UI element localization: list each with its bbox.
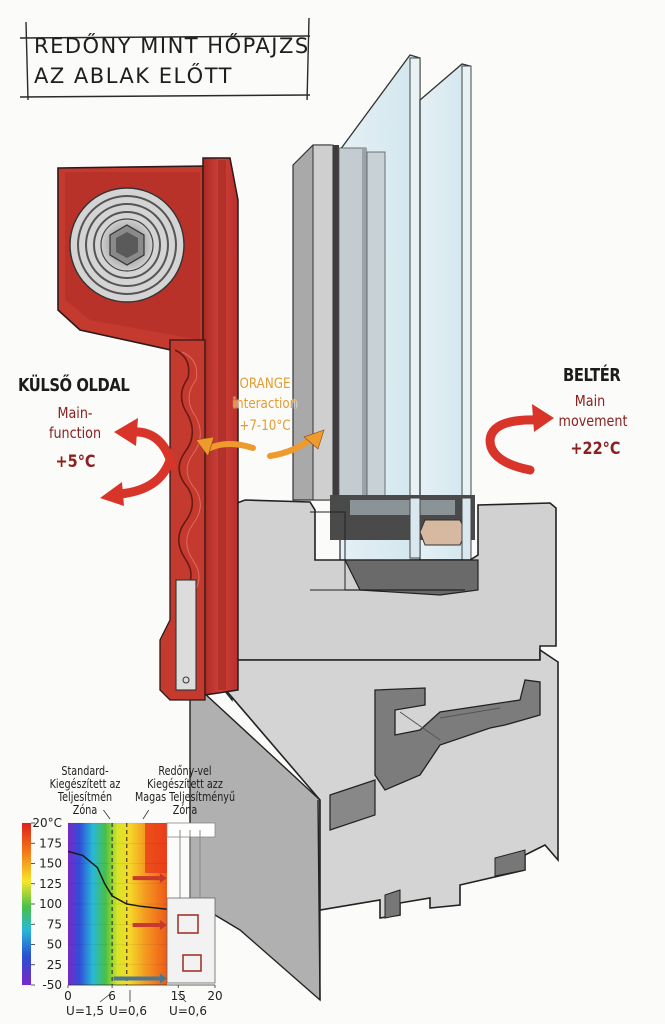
zone-label-standard: Standard- Kiegészített az Teljesítmén Zó… <box>33 765 137 817</box>
exterior-arrow-down <box>100 455 175 506</box>
title-line-2: AZ ABLAK ELŐTT <box>34 64 233 88</box>
title-frame <box>20 18 310 100</box>
flow-arrow-head <box>159 873 167 884</box>
interior-sub-1: Main <box>574 392 606 410</box>
u-value-label: U=1,5 <box>66 1004 104 1018</box>
x-tick-label: 20 <box>207 989 222 1003</box>
x-tick-label: 6 <box>108 989 116 1003</box>
window-frame-lower <box>189 648 559 1002</box>
shutter-rail <box>159 157 239 701</box>
zone-label-standard-line: Zóna <box>72 803 98 817</box>
interior-sub-2: movement <box>558 412 628 430</box>
y-tick-label: 75 <box>47 917 62 931</box>
y-tick-label: 150 <box>39 857 62 871</box>
title-line-1: REDŐNY MINT HŐPAJZS <box>34 34 310 58</box>
title-box <box>20 18 310 100</box>
sash-frame <box>292 144 386 501</box>
y-tick-label: 125 <box>39 877 62 891</box>
colorbar <box>22 823 31 985</box>
orange-line-2: interaction <box>232 396 298 412</box>
u-value-label: U=0,6 <box>169 1004 207 1018</box>
exterior-temperature: +5°C <box>55 452 96 472</box>
zone-pointer <box>102 810 111 820</box>
zone-label-standard-line: Kiegészített az <box>49 777 121 791</box>
shutter-box <box>57 165 206 353</box>
u-pointer <box>99 993 111 1003</box>
x-tick-label: 0 <box>64 989 72 1003</box>
temperature-curve <box>67 850 179 912</box>
exterior-sub-1: Main- <box>57 404 93 422</box>
thermal-chart: 20°C 175 150 125 100 75 50 25 -500 6 15 20U=1,5 U=0,… <box>22 810 223 1018</box>
orange-label: ORANGE interaction +7-10°C <box>223 374 308 436</box>
zone-label-high-line: Zóna <box>172 803 198 817</box>
zone-label-standard-line: Teljesítmén <box>57 790 113 804</box>
exterior-sub-2: function <box>48 424 102 442</box>
y-tick-label: 25 <box>47 958 62 972</box>
exterior-heading: KÜLSŐ OLDAL <box>18 375 130 396</box>
interior-temperature: +22°C <box>570 439 621 459</box>
u-value-label: U=0,6 <box>109 1004 147 1018</box>
u-pointer <box>177 993 187 1003</box>
glass-spacer <box>330 495 475 561</box>
zone-label-standard-line: Standard- <box>61 764 109 778</box>
flow-arrow-head <box>159 920 167 931</box>
zone-label-high-line: Magas Teljesítményű <box>134 790 236 804</box>
y-tick-label: 100 <box>39 897 62 911</box>
zone-pointer <box>142 810 150 820</box>
x-tick-label: 15 <box>171 989 186 1003</box>
interior-heading: BELTÉR <box>563 365 621 386</box>
zone-label-high-line: Kiegészített azz <box>147 777 223 791</box>
zone-label-high-line: Redőny-vel <box>158 764 212 778</box>
shutter-slats <box>174 349 201 593</box>
exterior-arrow-up <box>114 418 177 470</box>
glass-pane-inner <box>419 63 472 561</box>
shutter-end-bar <box>175 579 197 691</box>
interior-arrow <box>485 404 554 475</box>
orange-arrow-right <box>267 429 325 459</box>
zone-label-high: Redőny-vel Kiegészített azz Magas Teljes… <box>121 765 249 817</box>
window-profile-inset <box>166 822 216 984</box>
orange-line-1: ORANGE <box>239 376 291 392</box>
y-tick-label: 50 <box>47 938 62 952</box>
y-tick-label: 20°C <box>32 816 62 830</box>
orange-temperature: +7-10°C <box>239 418 291 434</box>
flow-arrow-head <box>159 973 167 984</box>
orange-arrow-left <box>195 436 256 457</box>
y-tick-label: -50 <box>42 978 62 992</box>
y-tick-label: 175 <box>39 836 62 850</box>
heatmap-hot-zone <box>145 823 167 873</box>
